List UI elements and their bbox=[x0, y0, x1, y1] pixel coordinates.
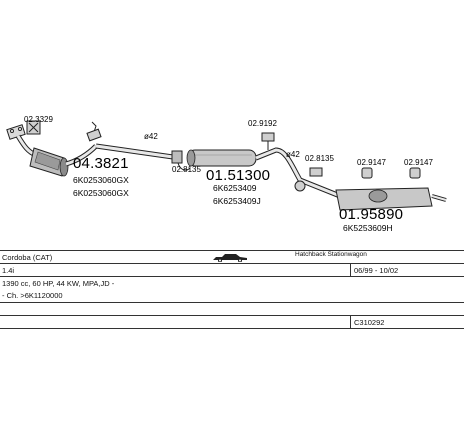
clamp-right-icon bbox=[294, 167, 323, 192]
engine: 1.4i bbox=[2, 266, 15, 275]
front-flange-icon bbox=[6, 124, 26, 140]
bracket-icon bbox=[26, 120, 41, 135]
exhaust-diagram: 02.3329 04.3821 6K0253060GX 6K0253060GX … bbox=[6, 115, 447, 233]
part-number-middle-silencer: 01.51300 bbox=[206, 167, 271, 184]
part-number-clamp-right: 02.8135 bbox=[305, 154, 334, 163]
rear-silencer-icon bbox=[335, 187, 447, 211]
vehicle-silhouette-icon bbox=[213, 254, 247, 262]
chassis-number: - Ch. >6K1120000 bbox=[2, 291, 63, 300]
exhaust-system-drawing bbox=[6, 120, 447, 211]
oe-code-catalyst-1: 6K0253060GX bbox=[73, 175, 129, 185]
oe-code-catalyst-2: 6K0253060GX bbox=[73, 188, 129, 198]
table-rule bbox=[0, 250, 464, 251]
clamp-icon bbox=[171, 150, 191, 171]
part-number-catalyst: 04.3821 bbox=[73, 155, 129, 172]
body-type: Hatchback Stationwagon bbox=[295, 251, 367, 258]
table-divider bbox=[350, 263, 351, 276]
part-number-clamp-mid: 02.9192 bbox=[248, 119, 277, 128]
production-years: 06/99 - 10/02 bbox=[354, 266, 399, 275]
vehicle-info-table: Cordoba (CAT) Hatchback Stationwagon 1.4… bbox=[0, 250, 464, 441]
table-rule bbox=[0, 276, 464, 277]
oe-code-middle-1: 6K6253409 bbox=[213, 183, 257, 193]
diameter-front: ø42 bbox=[144, 132, 158, 141]
middle-silencer-icon bbox=[186, 149, 257, 167]
table-rule bbox=[0, 315, 464, 316]
table-rule bbox=[0, 263, 464, 264]
diameter-mid: ø42 bbox=[286, 150, 300, 159]
part-number-rear-silencer: 01.95890 bbox=[339, 206, 404, 223]
table-rule bbox=[0, 328, 464, 329]
part-number-hanger-1: 02.9147 bbox=[357, 158, 386, 167]
catalog-number: C310292 bbox=[354, 318, 385, 327]
rubber-hanger-icon bbox=[361, 167, 421, 179]
model-name: Cordoba (CAT) bbox=[2, 253, 53, 262]
oe-code-rear: 6K5253609H bbox=[343, 223, 393, 233]
catalytic-converter-icon bbox=[29, 147, 69, 177]
table-divider bbox=[350, 315, 351, 328]
oe-code-middle-2: 6K6253409J bbox=[213, 196, 261, 206]
sensor-icon bbox=[86, 121, 102, 142]
part-number-bracket: 02.3329 bbox=[24, 115, 53, 124]
hanger-icon bbox=[261, 132, 275, 150]
part-number-clamp-center: 02.8135 bbox=[172, 165, 201, 174]
engine-spec: 1390 cc, 60 HP, 44 KW, MPA,JD - bbox=[2, 279, 115, 288]
table-rule bbox=[0, 302, 464, 303]
part-number-hanger-2: 02.9147 bbox=[404, 158, 433, 167]
